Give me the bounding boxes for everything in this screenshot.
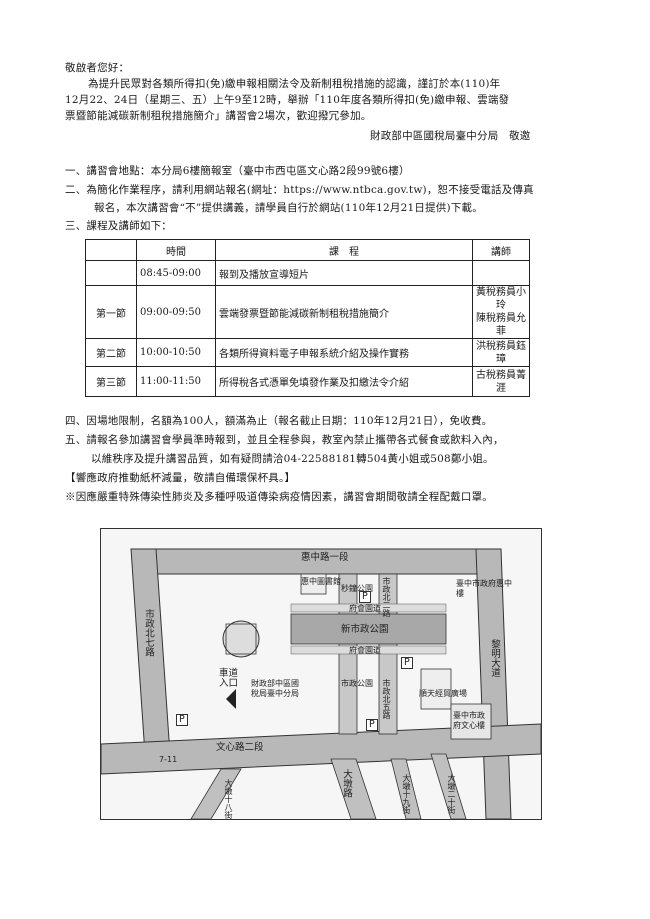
table-row: 08:45-09:00 報到及播放宣導短片 (85, 260, 530, 286)
table-row: 第一節 09:00-09:50 雲端發票暨節能減碳新制租稅措施簡介 黃稅務員小玲… (85, 285, 530, 339)
header-instructor: 講師 (472, 239, 530, 261)
item-registration-cont: 報名，本次講習會“不”提供講義，請學員自行於網站(110年12月21日提供)下載… (94, 202, 483, 214)
row-instructor: 洪稅務員鈺璋 (472, 338, 530, 367)
header-blank (85, 239, 137, 261)
location-map: 惠中路一段 市政北七路 黎明大道 文心路二段 市政北二路 市政北五路 府會園道 … (100, 528, 542, 820)
row-label: 第三節 (85, 366, 137, 397)
road-right-label: 黎明大道 (489, 639, 500, 677)
row-label: 第二節 (85, 338, 137, 367)
item-location: 一、講習會地點：本分局6樓簡報室（臺中市西屯區文心路2段99號6樓） (65, 165, 410, 177)
lane-south-label: 府會園道 (349, 646, 381, 655)
note-cups: 【響應政府推動紙杯減量，敬請自備環保杯具。】 (65, 472, 296, 484)
park-a-label: 秒鐘公園 (341, 584, 373, 593)
greeting: 敬啟者您好： (65, 62, 130, 74)
entrance-label: 車道入口 (219, 668, 239, 689)
map-drawing (101, 529, 541, 819)
header-time: 時間 (136, 239, 216, 261)
intro-line-2: 12月22、24日（星期三、五）上午9至12時，舉辦「110年度各類所得扣(免)… (65, 94, 510, 106)
road-mid-south-label: 市政北五路 (382, 679, 391, 719)
row-time: 08:45-09:00 (136, 260, 216, 286)
schedule-table: 時間 課 程 講師 08:45-09:00 報到及播放宣導短片 第一節 09:0… (85, 239, 530, 397)
row-label: 第一節 (85, 285, 137, 339)
library-label: 惠中圖書館 (301, 577, 341, 586)
note-capacity: 四、因場地限制，名額為100人，額滿為止（報名截止日期：110年12月21日），… (65, 415, 493, 427)
row-time: 10:00-10:50 (136, 338, 216, 367)
parking-icon: P (176, 714, 188, 726)
road-top-label: 惠中路一段 (301, 552, 349, 563)
row-time: 09:00-09:50 (136, 285, 216, 339)
note-attendance: 五、請報名參加講習會學員準時報到，並且全程參與，教室內禁止攜帶各式餐食或飲料入內… (65, 434, 504, 446)
gov-huizhong-label: 臺中市政府惠中樓 (456, 579, 512, 598)
schedule-header-row: 時間 課 程 講師 (85, 239, 530, 261)
note-contact: 以維秩序及提升講習品質，如有疑問請洽04-22588181轉504黃小姐或508… (91, 453, 494, 465)
intro-line-1: 為提升民眾對各類所得扣(免)繳申報相關法令及新制租稅措施的認識，謹訂於本(110… (88, 78, 501, 90)
signature: 財政部中區國稅局臺中分局 敬邀 (370, 130, 531, 142)
row-course: 報到及播放宣導短片 (215, 260, 473, 286)
table-row: 第三節 11:00-11:50 所得稅各式憑單免填發作業及扣繳法令介紹 古稅務員… (85, 366, 530, 397)
instructor-name: 陳稅務員允菲 (476, 313, 526, 337)
item-schedule-heading: 三、課程及講師如下： (65, 220, 172, 232)
plaza-label: 順天經貿廣場 (419, 689, 467, 698)
parking-icon: P (359, 591, 371, 603)
city-hall-park-label: 新市政公園 (341, 624, 389, 635)
row-time: 11:00-11:50 (136, 366, 216, 397)
parking-icon: P (366, 719, 378, 731)
road-sw2-label: 大墩路 (341, 769, 352, 798)
header-course: 課 程 (215, 239, 473, 261)
park-b-label: 市政公園 (341, 679, 373, 688)
table-row: 第二節 10:00-10:50 各類所得資料電子申報系統介紹及操作實務 洪稅務員… (85, 338, 530, 367)
row-course: 各類所得資料電子申報系統介紹及操作實務 (215, 338, 473, 367)
lane-north-label: 府會園道 (349, 604, 381, 613)
row-instructor: 古稅務員菁涯 (472, 366, 530, 397)
road-sw1-label: 大墩十八街 (224, 779, 233, 819)
route-label: 7-11 (159, 755, 178, 764)
parking-icon: P (401, 657, 413, 669)
road-mid-north-label: 市政北二路 (382, 577, 391, 617)
row-course: 雲端發票暨節能減碳新制租稅措施簡介 (215, 285, 473, 339)
road-bottom-label: 文心路二段 (216, 742, 264, 753)
instructor-name: 黃稅務員小玲 (476, 287, 526, 311)
note-masks: ※因應嚴重特殊傳染性肺炎及多種呼吸道傳染病疫情因素，講習會期間敬請全程配戴口罩。 (65, 491, 493, 503)
gov-wenxin-label: 臺中市政府文心樓 (453, 711, 485, 730)
row-instructors: 黃稅務員小玲 陳稅務員允菲 (472, 285, 530, 339)
intro-line-3: 票暨節能減碳新制租稅措施簡介」講習會2場次，歡迎撥冗參加。 (65, 110, 372, 122)
tax-office-label: 財政部中區國稅局臺中分局 (251, 679, 299, 698)
row-instructor (472, 260, 530, 286)
item-registration: 二、為簡化作業程序，請利用網站報名(網址：https://www.ntbca.g… (65, 184, 534, 196)
road-se2-label: 大墩二十街 (447, 774, 456, 814)
road-left-label: 市政北七路 (143, 609, 154, 657)
row-course: 所得稅各式憑單免填發作業及扣繳法令介紹 (215, 366, 473, 397)
road-se1-label: 大墩十九街 (402, 774, 411, 814)
row-label (85, 260, 137, 286)
